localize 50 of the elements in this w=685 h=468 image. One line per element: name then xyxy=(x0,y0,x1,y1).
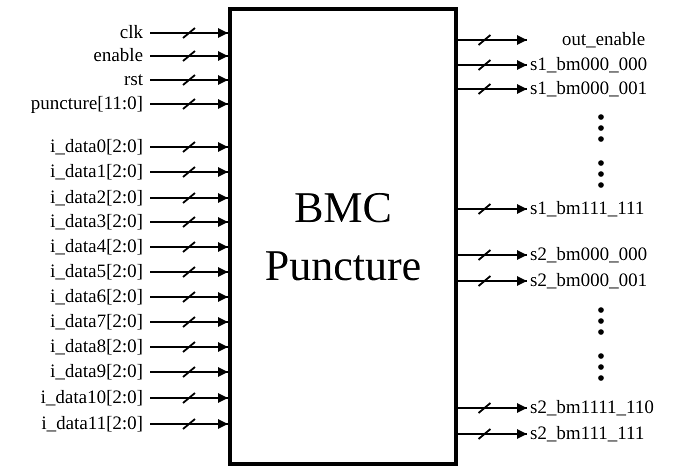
signal-label: i_data5[2:0] xyxy=(0,261,150,283)
bus-arrow xyxy=(149,192,229,204)
signal-label: i_data0[2:0] xyxy=(0,136,150,158)
signal-label: i_data6[2:0] xyxy=(0,286,150,308)
signal-label: enable xyxy=(0,45,150,67)
signal-label: i_data7[2:0] xyxy=(0,311,150,333)
signal-label: puncture[11:0] xyxy=(0,93,150,115)
bus-arrow xyxy=(149,166,229,178)
signal-label: i_data11[2:0] xyxy=(0,413,150,435)
bus-arrow xyxy=(149,366,229,378)
signal-label: s2_bm1111_110 xyxy=(527,397,677,419)
bus-arrow xyxy=(457,83,528,95)
signal-label: s1_bm000_001 xyxy=(527,78,677,100)
signal-label: i_data10[2:0] xyxy=(0,387,150,409)
bus-arrow xyxy=(149,266,229,278)
signal-label: s1_bm111_111 xyxy=(527,198,677,220)
bus-arrow xyxy=(149,141,229,153)
bus-arrow xyxy=(457,402,528,414)
signal-label: i_data9[2:0] xyxy=(0,361,150,383)
bus-arrow xyxy=(457,203,528,215)
bus-arrow xyxy=(149,216,229,228)
bus-arrow xyxy=(457,34,528,46)
bus-arrow xyxy=(149,98,229,110)
bus-arrow xyxy=(457,59,528,71)
signal-label: s2_bm111_111 xyxy=(527,423,677,445)
bus-arrow xyxy=(457,428,528,440)
signal-label: i_data8[2:0] xyxy=(0,336,150,358)
bus-arrow xyxy=(149,316,229,328)
bus-arrow xyxy=(149,50,229,62)
signal-label: i_data4[2:0] xyxy=(0,236,150,258)
signal-label: out_enable xyxy=(527,29,677,51)
signal-label: s2_bm000_000 xyxy=(527,244,677,266)
signal-label: rst xyxy=(0,69,150,91)
signal-label: clk xyxy=(0,22,150,44)
bus-arrow xyxy=(149,241,229,253)
signal-label: i_data2[2:0] xyxy=(0,187,150,209)
bus-arrow xyxy=(149,27,229,39)
bus-arrow xyxy=(149,392,229,404)
signal-label: i_data1[2:0] xyxy=(0,161,150,183)
bus-arrow xyxy=(149,291,229,303)
signal-label: s2_bm000_001 xyxy=(527,270,677,292)
module-block xyxy=(228,7,458,466)
bus-arrow xyxy=(149,341,229,353)
block-title: BMC Puncture xyxy=(264,182,422,292)
bus-arrow xyxy=(149,418,229,430)
bus-arrow xyxy=(457,275,528,287)
bus-arrow xyxy=(149,74,229,86)
bus-arrow xyxy=(457,249,528,261)
signal-label: s1_bm000_000 xyxy=(527,54,677,76)
signal-label: i_data3[2:0] xyxy=(0,211,150,233)
